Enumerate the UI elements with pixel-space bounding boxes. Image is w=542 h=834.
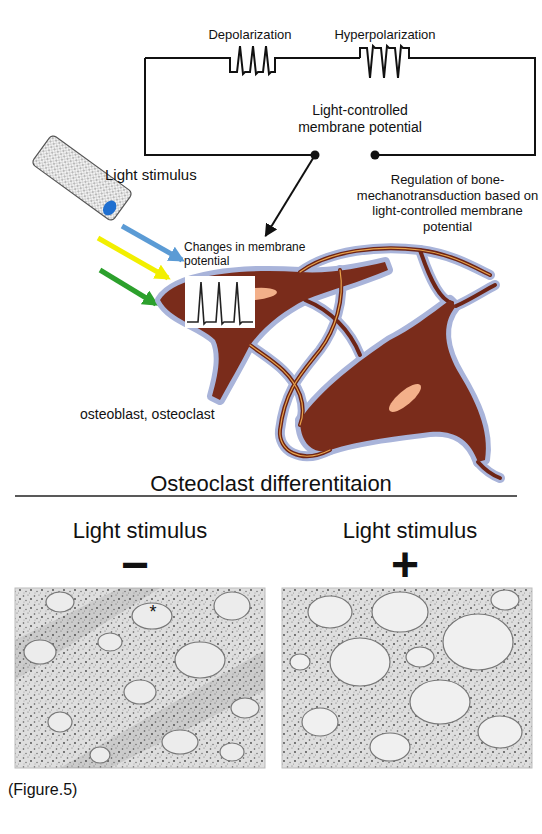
cell [124, 680, 156, 704]
cell-body [300, 300, 486, 462]
cell-process-halo [456, 285, 495, 306]
bone-cells [160, 248, 500, 478]
green-light-arrow [100, 270, 156, 304]
cell-process [300, 248, 490, 275]
cell [308, 596, 352, 628]
trace-background [185, 276, 255, 328]
cell [443, 614, 513, 670]
cell [90, 747, 110, 763]
cells [290, 590, 522, 761]
cell [162, 730, 198, 754]
condition-sign: + [365, 536, 445, 594]
circuit-wire [145, 46, 360, 74]
cell-membrane-lines [250, 248, 490, 456]
waveform-label: Depolarization [190, 27, 310, 43]
cell-body-halo [300, 300, 486, 462]
cell [410, 680, 470, 724]
cell [478, 716, 522, 748]
asterisk-mark: * [146, 602, 160, 624]
micrograph-stimulated [282, 588, 532, 768]
waveform-label: Hyperpolarization [325, 27, 445, 43]
cell [370, 733, 410, 761]
cell-process [420, 250, 452, 303]
cell [214, 592, 250, 620]
micrograph-panel [15, 588, 265, 768]
membrane-line [250, 345, 303, 425]
circuit-label: Light-controlled membrane potential [285, 102, 435, 136]
cell [372, 592, 428, 632]
cell [406, 647, 434, 667]
membrane-potential-circuit: DepolarizationHyperpolarizationLight-con… [145, 58, 535, 155]
micrograph-control [15, 588, 265, 768]
cell [132, 603, 172, 629]
cell-annotation: Changes in membrane potential [184, 240, 309, 269]
dense-band [15, 588, 160, 680]
cell [98, 633, 122, 651]
cell-process [478, 462, 500, 478]
connector-label: Regulation of bone-mechanotransduction b… [355, 172, 540, 234]
condition-sign: − [95, 536, 175, 594]
cell [290, 654, 310, 670]
cell-type-label: osteoblast, osteoclast [80, 406, 230, 423]
switch-contact [311, 151, 320, 160]
cell-process [456, 285, 495, 306]
cell-halo [160, 248, 500, 478]
dense-band [60, 650, 265, 768]
micrograph-panel [282, 588, 532, 768]
light-emitter [100, 198, 119, 218]
cell [491, 590, 519, 610]
switch-contact [371, 151, 380, 160]
cells [24, 592, 259, 763]
yellow-light-arrow [98, 238, 168, 278]
cell [330, 638, 390, 686]
cell [302, 708, 338, 736]
membrane-line [300, 248, 490, 275]
figure-caption: (Figure.5) [8, 780, 158, 799]
cell [175, 642, 225, 678]
cell [48, 712, 72, 732]
cell-nucleus [385, 380, 425, 416]
bone-cell-region: Changes in membrane potentialosteoblast,… [150, 236, 500, 476]
cell [24, 640, 56, 664]
cell [46, 592, 74, 612]
connector-arrow [266, 155, 316, 236]
circuit-wire [360, 46, 535, 155]
cell [231, 698, 259, 718]
membrane-potential-trace [187, 282, 253, 324]
section-title: Osteoclast differentitaion [0, 471, 542, 497]
circuit-wire [145, 58, 315, 155]
stimulus-label: Light stimulus [105, 166, 225, 184]
cell-process-halo [250, 345, 303, 425]
cell [220, 743, 244, 761]
cell-process [250, 345, 303, 425]
membrane-line [280, 270, 341, 456]
cell-process-halo [478, 462, 500, 478]
